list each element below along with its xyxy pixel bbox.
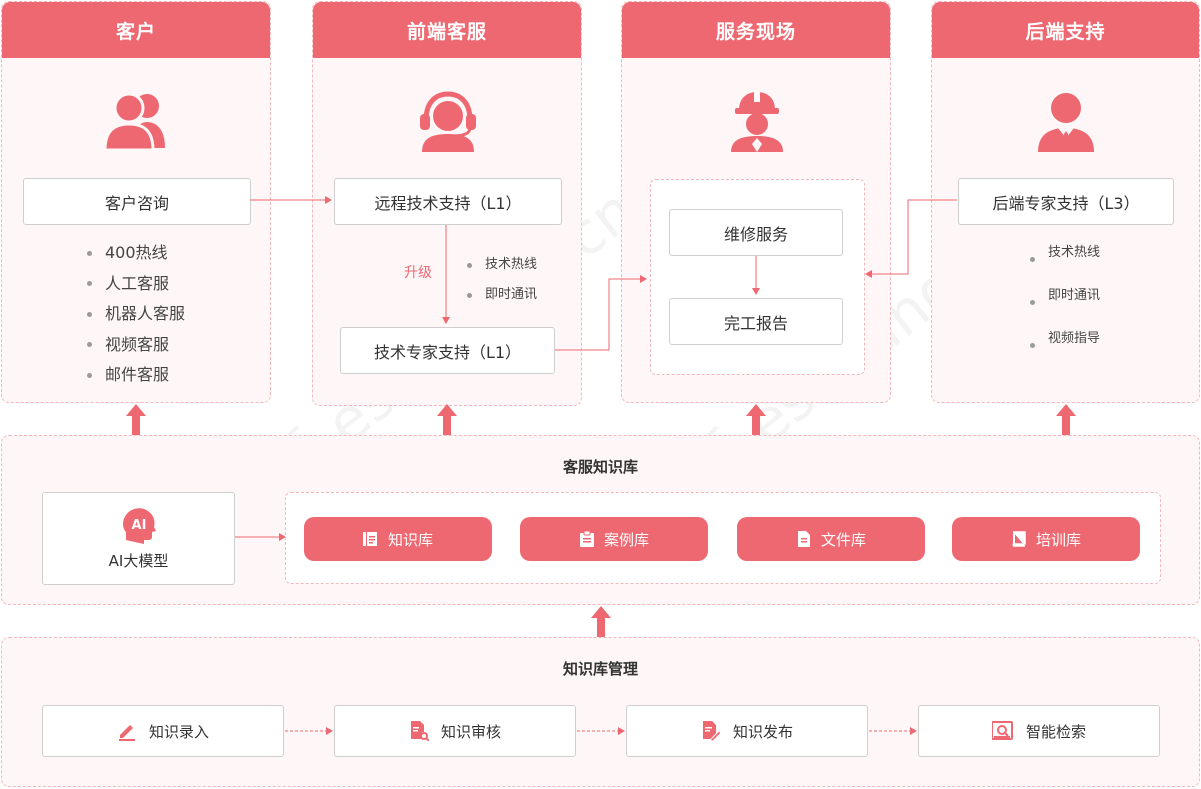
ai-model-box: AI AI大模型 xyxy=(42,492,235,585)
column-title: 后端支持 xyxy=(932,2,1199,58)
section-title: 知识库管理 xyxy=(562,660,638,678)
column-title: 服务现场 xyxy=(622,2,890,58)
list-item: 技术热线 xyxy=(467,250,537,280)
list-item: 400热线 xyxy=(87,238,185,269)
flow-connectors xyxy=(250,196,957,351)
clipboard-icon xyxy=(579,531,594,547)
backend-expert-box: 后端专家支持（L3） xyxy=(958,178,1174,225)
completion-report-box: 完工报告 xyxy=(669,298,843,345)
kb-item-label: 案例库 xyxy=(603,530,649,549)
mgmt-step-label: 知识发布 xyxy=(732,722,793,741)
knowledge-management-section: 知识库管理 知识录入 知识审核 知识发布 智能检索 xyxy=(1,637,1200,787)
manager-icon xyxy=(1038,93,1094,152)
engineer-icon xyxy=(731,92,783,152)
backend-channel-list: 技术热线 即时通讯 视频指导 xyxy=(1030,238,1100,367)
kb-item-knowledge[interactable]: 知识库 xyxy=(304,517,492,561)
document-search-icon xyxy=(410,721,429,741)
remote-support-box: 远程技术支持（L1） xyxy=(334,178,562,225)
list-item: 邮件客服 xyxy=(87,360,185,391)
list-item: 视频指导 xyxy=(1030,324,1100,367)
book-icon xyxy=(1012,531,1026,547)
ai-badge-text: AI xyxy=(131,518,146,533)
upgrade-label: 升级 xyxy=(404,265,432,281)
ai-head-icon: AI xyxy=(122,508,156,544)
section-title: 客服知识库 xyxy=(562,458,638,476)
headset-agent-icon xyxy=(420,91,476,152)
mgmt-step-review[interactable]: 知识审核 xyxy=(334,705,576,757)
column-backend: 后端支持 后端专家支持（L3） 技术热线 即时通讯 视频指导 xyxy=(931,1,1200,403)
up-arrow-icon xyxy=(746,404,766,436)
list-item: 即时通讯 xyxy=(1030,281,1100,324)
kb-item-files[interactable]: 文件库 xyxy=(737,517,925,561)
column-customer: 客户 客户咨询 400热线 人工客服 机器人客服 视频客服 邮件客服 xyxy=(1,1,271,403)
ai-connector xyxy=(235,533,286,541)
up-arrow-icon xyxy=(591,606,611,638)
frontend-channel-list: 技术热线 即时通讯 xyxy=(467,250,537,310)
mgmt-step-label: 智能检索 xyxy=(1025,722,1086,741)
kb-item-label: 文件库 xyxy=(820,530,866,549)
column-title: 前端客服 xyxy=(313,2,581,58)
list-item: 即时通讯 xyxy=(467,280,537,310)
column-onsite: 服务现场 维修服务 完工报告 xyxy=(621,1,891,403)
customer-consult-box: 客户咨询 xyxy=(23,178,251,225)
mgmt-step-publish[interactable]: 知识发布 xyxy=(626,705,868,757)
tech-expert-box: 技术专家支持（L1） xyxy=(340,327,555,374)
search-book-icon xyxy=(991,721,1013,740)
list-item: 技术热线 xyxy=(1030,238,1100,281)
customer-channel-list: 400热线 人工客服 机器人客服 视频客服 邮件客服 xyxy=(87,238,185,391)
column-title: 客户 xyxy=(2,2,270,58)
users-icon xyxy=(103,92,165,152)
mgmt-step-search[interactable]: 智能检索 xyxy=(918,705,1160,757)
up-arrow-icon xyxy=(437,404,457,436)
repair-service-box: 维修服务 xyxy=(669,209,843,256)
list-item: 机器人客服 xyxy=(87,299,185,330)
mgmt-step-label: 知识录入 xyxy=(148,722,209,741)
document-list-icon xyxy=(362,532,377,546)
pencil-icon xyxy=(118,725,135,741)
kb-item-label: 知识库 xyxy=(387,530,433,549)
kb-item-cases[interactable]: 案例库 xyxy=(520,517,708,561)
mgmt-connectors xyxy=(285,727,917,735)
mgmt-step-label: 知识审核 xyxy=(440,722,501,741)
list-item: 人工客服 xyxy=(87,269,185,300)
kb-item-label: 培训库 xyxy=(1035,530,1081,549)
up-arrow-icon xyxy=(1056,404,1076,436)
document-edit-icon xyxy=(702,721,721,741)
list-item: 视频客服 xyxy=(87,330,185,361)
file-icon xyxy=(797,531,810,547)
up-arrow-icon xyxy=(126,404,146,436)
ai-model-label: AI大模型 xyxy=(108,552,169,570)
knowledge-base-section: 客服知识库 AI AI大模型 知识库 案例库 文件库 培训库 xyxy=(1,435,1200,605)
mgmt-step-entry[interactable]: 知识录入 xyxy=(42,705,284,757)
kb-item-training[interactable]: 培训库 xyxy=(952,517,1140,561)
